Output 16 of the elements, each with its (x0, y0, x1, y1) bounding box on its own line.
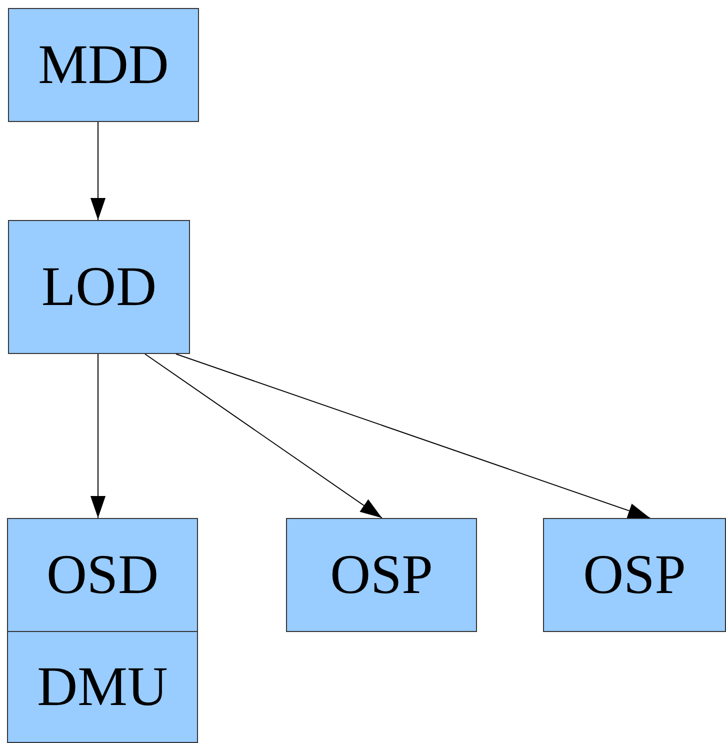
box-label: OSD (46, 547, 159, 603)
arrow (176, 354, 650, 518)
arrow (90, 354, 106, 518)
box-label: LOD (41, 259, 157, 315)
box-label: MDD (38, 37, 169, 93)
process-box (7, 631, 198, 743)
process-box (7, 518, 198, 632)
arrow (144, 354, 382, 518)
box-label: OSP (330, 547, 433, 603)
arrow (90, 122, 106, 220)
process-box (543, 518, 726, 632)
box-label: OSP (583, 547, 686, 603)
process-box (8, 220, 190, 354)
process-box (286, 518, 477, 632)
process-box (8, 8, 199, 122)
box-label: DMU (37, 659, 168, 715)
